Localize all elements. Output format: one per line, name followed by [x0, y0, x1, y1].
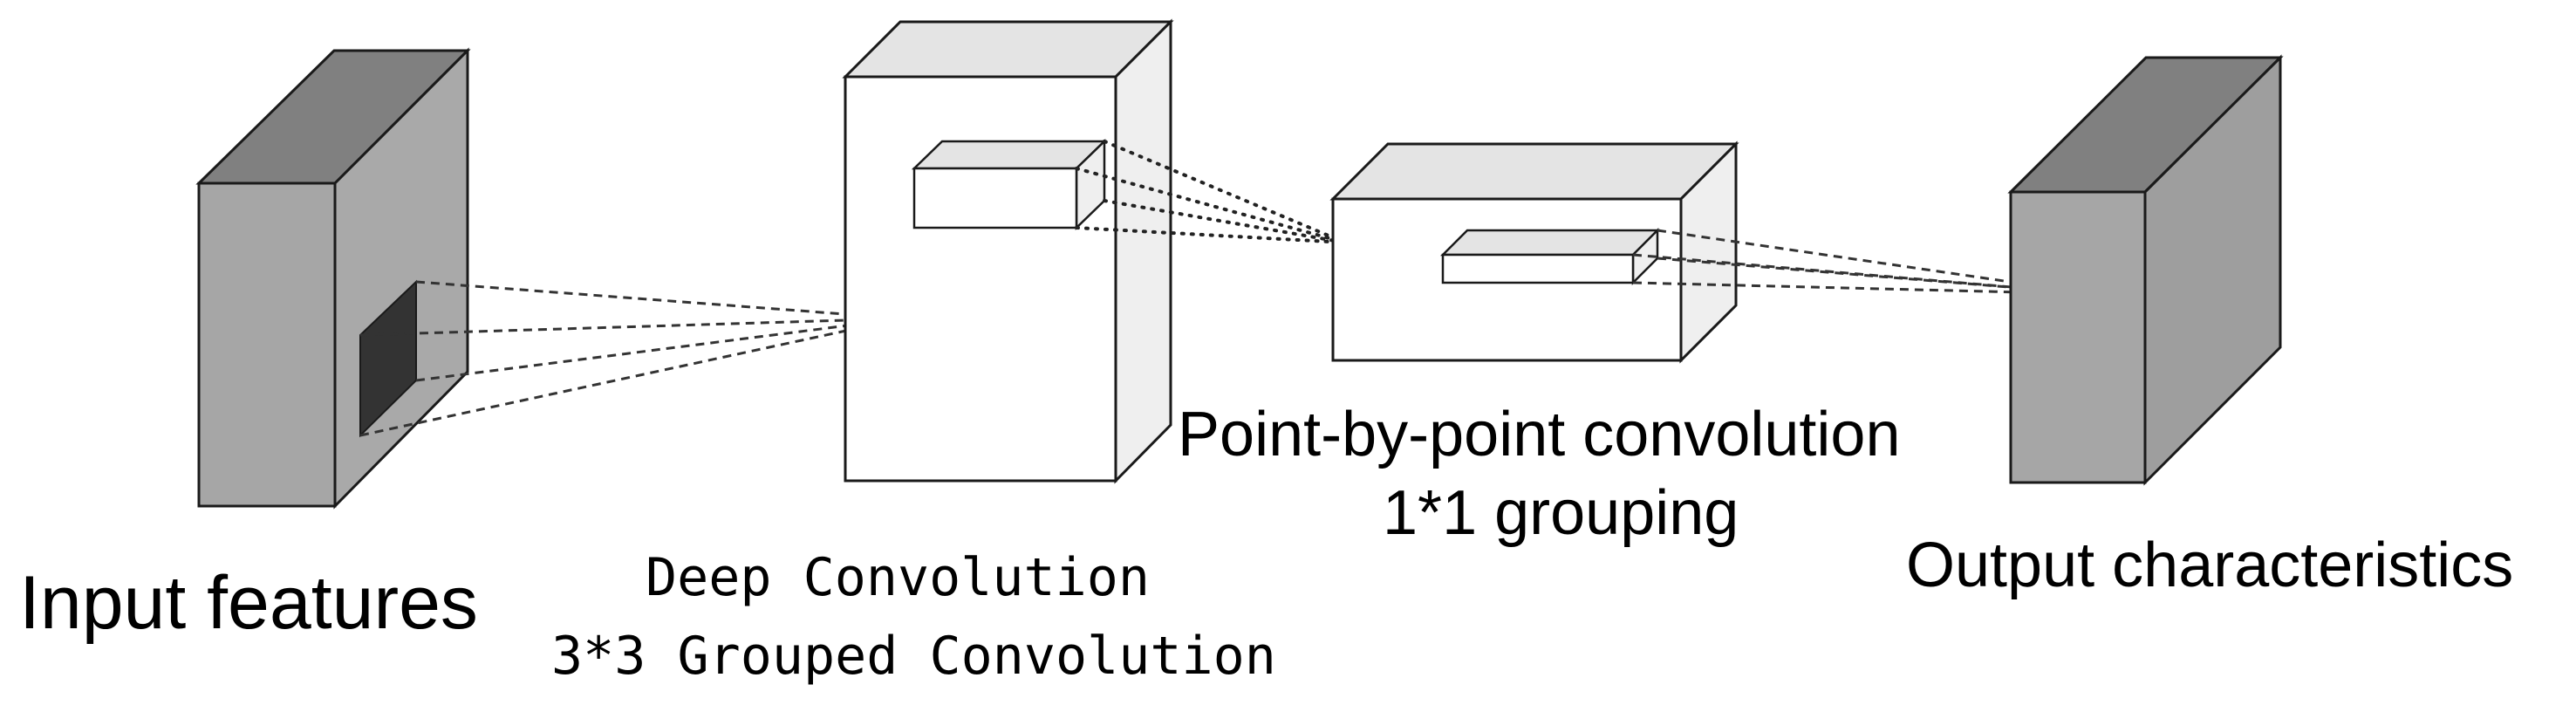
deep-convolution-label: Deep Convolution	[646, 547, 1150, 608]
deep-to-pointwise-projection	[1075, 140, 1347, 244]
input-features-block	[195, 47, 471, 510]
deep-block-front	[844, 75, 1117, 483]
output-characteristics-block	[2007, 54, 2284, 486]
deep-block-top	[842, 20, 1174, 79]
deep-kernel-front	[912, 167, 1078, 229]
pointwise-kernel-front	[1441, 253, 1635, 284]
input-features-label: Input features	[19, 561, 478, 645]
pointwise-block-top	[1329, 142, 1739, 201]
pointwise-convolution-block	[1329, 140, 1739, 364]
grouping-1x1-label: 1*1 grouping	[1383, 478, 1739, 548]
grouped-convolution-label: 3*3 Grouped Convolution	[551, 626, 1276, 687]
pointwise-kernel-top	[1439, 229, 1661, 257]
output-characteristics-label: Output characteristics	[1906, 531, 2514, 600]
deep-convolution-block	[842, 18, 1174, 484]
input-block-front	[197, 181, 337, 508]
point-by-point-label: Point-by-point convolution	[1178, 400, 1901, 469]
input-to-deep-projection	[359, 280, 904, 437]
output-block-front	[2009, 190, 2147, 484]
deep-kernel-top	[911, 140, 1108, 170]
pointwise-to-output-projection	[1632, 229, 2094, 296]
deep-block-side	[1114, 18, 1172, 484]
